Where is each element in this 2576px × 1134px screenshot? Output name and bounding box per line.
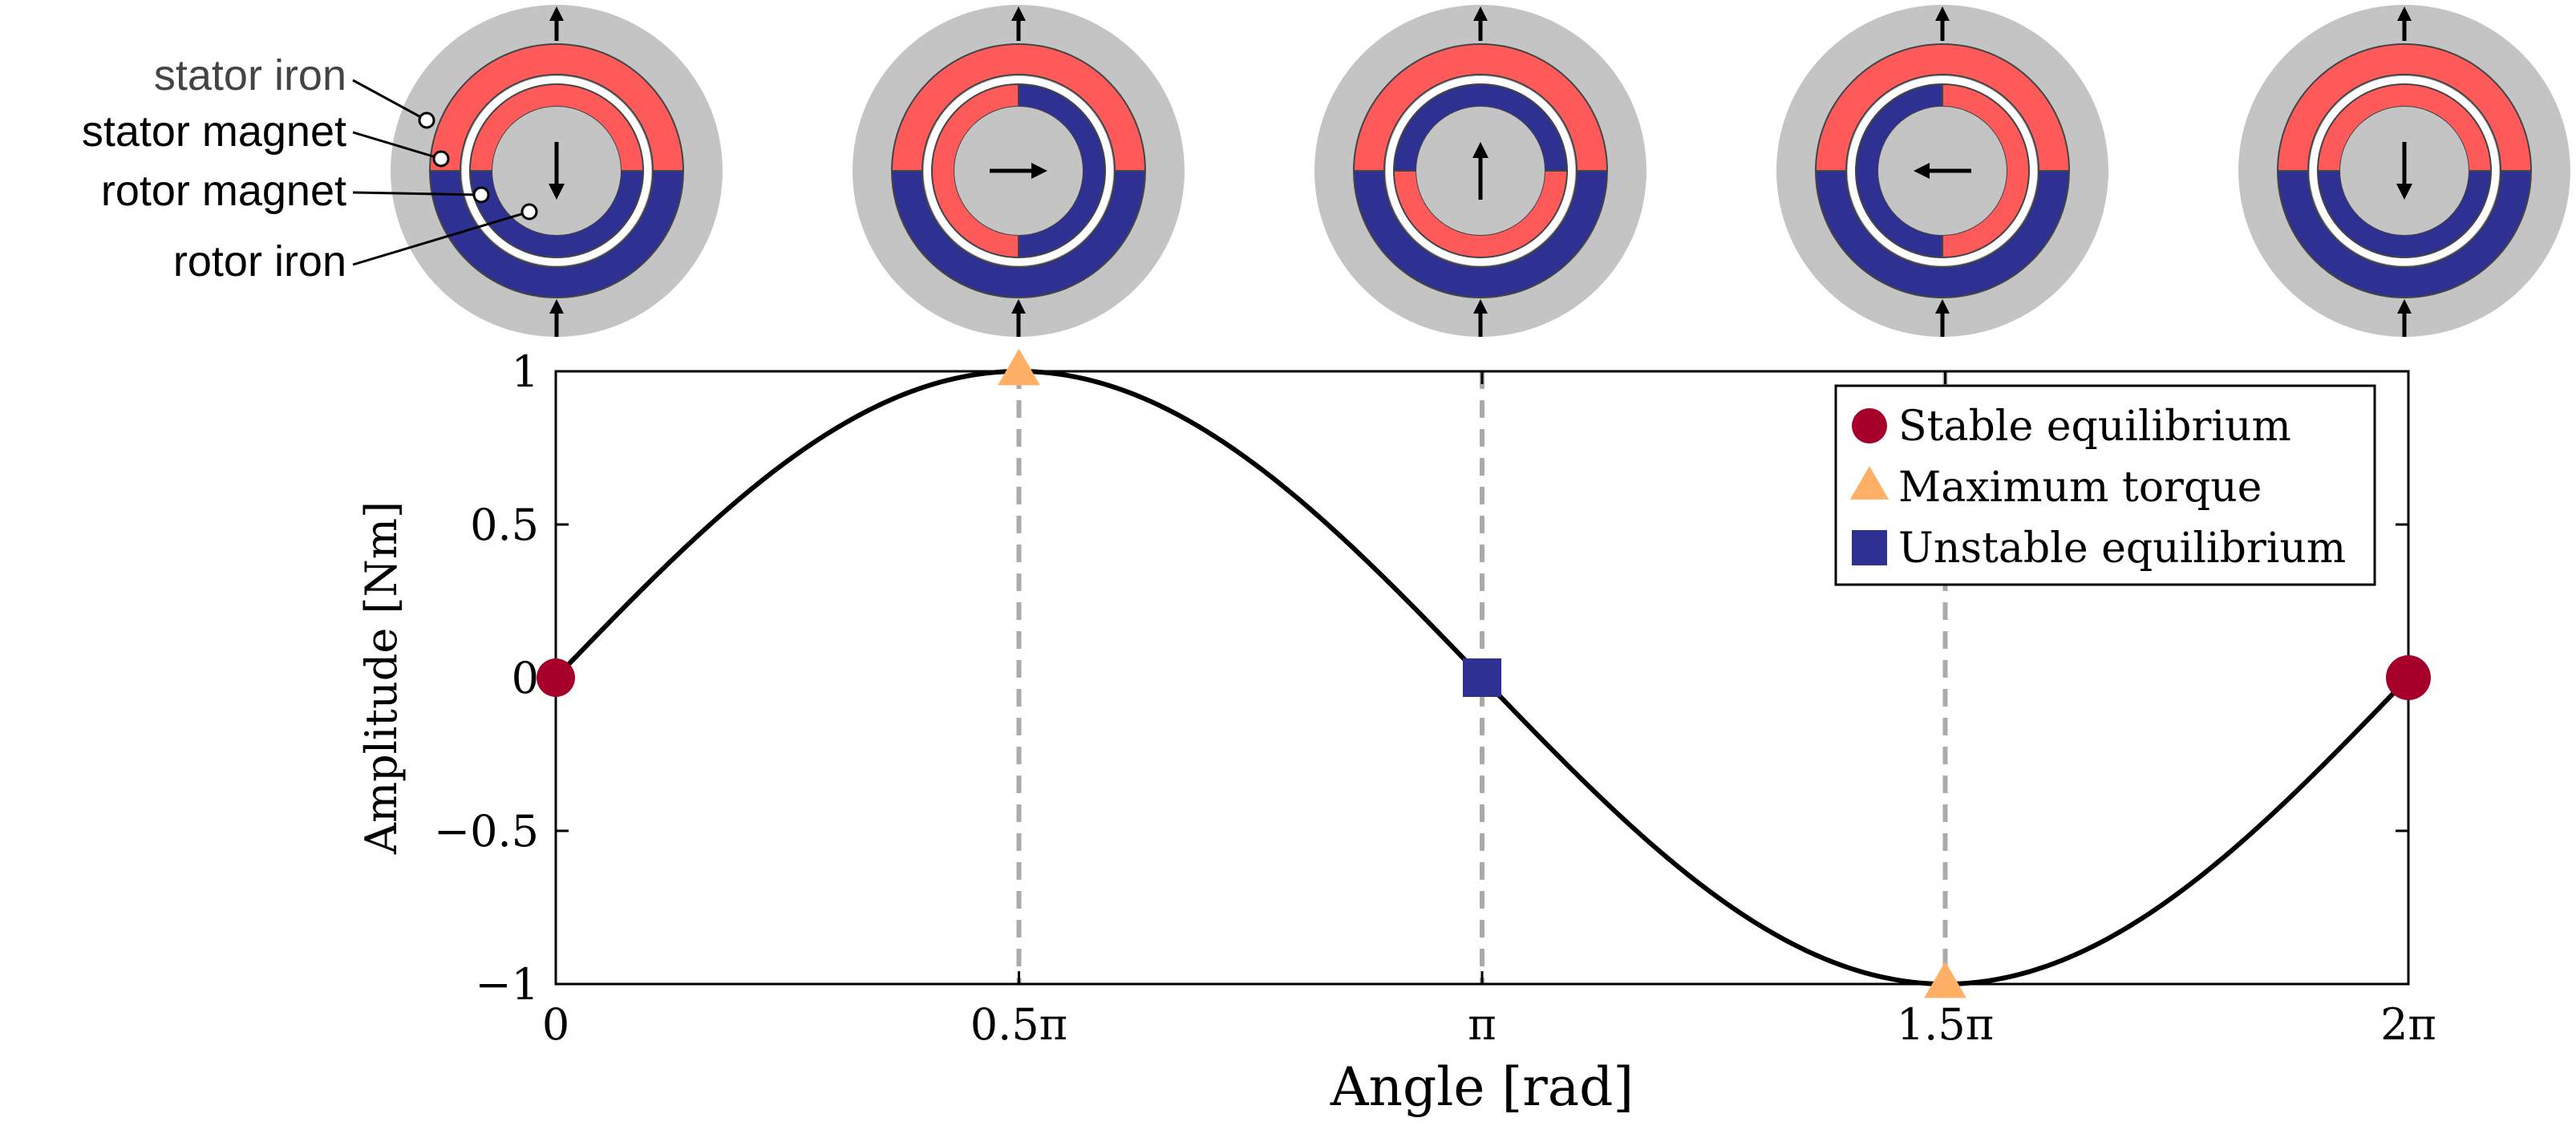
label-rotor-magnet: rotor magnet [101, 167, 346, 215]
stator-magnet-south [1814, 170, 2071, 298]
stator-field-arrow-head [1935, 6, 1950, 21]
stator-magnet-north [2276, 43, 2533, 172]
stator-magnet-north [1352, 43, 1609, 172]
maximum-torque-marker [1849, 466, 1889, 500]
rotor-field-arrow-head [1472, 142, 1488, 158]
stator-magnet-south [1352, 170, 1609, 298]
maximum-torque-marker [1924, 961, 1966, 998]
motor-diagram [2238, 5, 2570, 337]
torque-plot: 0 0.5π π 1.5π 2π 1 0.5 0 −0.5 −1 Angle [rad] Ampl… [356, 346, 2436, 1118]
rotor-field-arrow-head [549, 184, 565, 200]
y-tick-label: 1 [512, 346, 539, 397]
x-tick-label: 0.5π [970, 999, 1067, 1050]
stator-field-arrow-head [549, 299, 564, 314]
y-tick-label: 0 [512, 653, 539, 703]
x-tick-label: 1.5π [1897, 999, 1994, 1050]
rotor-field-arrow-head [1914, 163, 1930, 179]
label-stator-magnet: stator magnet [82, 107, 346, 156]
unstable-equilibrium-marker [1463, 658, 1502, 697]
unstable-equilibrium-marker [1852, 530, 1887, 565]
label-rotor-iron: rotor iron [173, 237, 346, 286]
legend-label: Stable equilibrium [1898, 403, 2291, 451]
stator-magnet-south [890, 170, 1147, 298]
x-tick-label: 0 [542, 999, 569, 1050]
stator-magnet-south [428, 170, 685, 298]
callout-lines [352, 79, 530, 266]
legend-box [1834, 384, 2376, 586]
y-tick-label: −1 [475, 959, 539, 1010]
y-tick-label: 0.5 [470, 500, 539, 550]
stator-field-arrow-head [2397, 6, 2412, 21]
stator-field-arrow-head [1473, 6, 1488, 21]
stable-equilibrium-marker [1852, 408, 1887, 443]
stable-equilibrium-marker [2386, 655, 2431, 700]
stator-field-arrow-head [1473, 299, 1488, 314]
axis-ticks: 0 0.5π π 1.5π 2π 1 0.5 0 −0.5 −1 [434, 346, 2436, 1050]
motor-diagram [391, 5, 723, 337]
data-markers [537, 348, 2431, 998]
motor-diagram [1314, 5, 1646, 337]
label-stator-iron: stator iron [154, 51, 346, 99]
stable-equilibrium-marker [537, 658, 575, 697]
stator-field-arrow-head [2397, 299, 2412, 314]
x-axis-label: Angle [rad] [1330, 1056, 1634, 1118]
stator-field-arrow-head [1935, 299, 1950, 314]
legend-label: Maximum torque [1898, 464, 2262, 512]
x-tick-label: π [1468, 999, 1497, 1050]
stator-magnet-north [428, 43, 685, 172]
stator-magnet-north [1814, 43, 2071, 172]
stator-field-arrow-head [549, 6, 564, 21]
x-tick-label: 2π [2380, 999, 2436, 1050]
motor-diagram [853, 5, 1185, 337]
y-tick-label: −0.5 [434, 806, 539, 857]
rotor-field-arrow-head [2396, 184, 2412, 200]
stator-field-arrow-head [1011, 6, 1026, 21]
stator-magnet-north [890, 43, 1147, 172]
y-axis-label: Amplitude [Nm] [356, 501, 407, 855]
motor-diagram [1776, 5, 2108, 337]
legend-label: Unstable equilibrium [1898, 524, 2346, 573]
stator-magnet-south [2276, 170, 2533, 298]
rotor-field-arrow-head [1031, 163, 1047, 179]
callout-dots [418, 111, 538, 221]
motor-diagrams [391, 5, 2570, 337]
maximum-torque-marker [998, 348, 1040, 386]
stator-field-arrow-head [1011, 299, 1026, 314]
diagram-callouts: stator iron stator magnet rotor magnet r… [82, 51, 538, 286]
